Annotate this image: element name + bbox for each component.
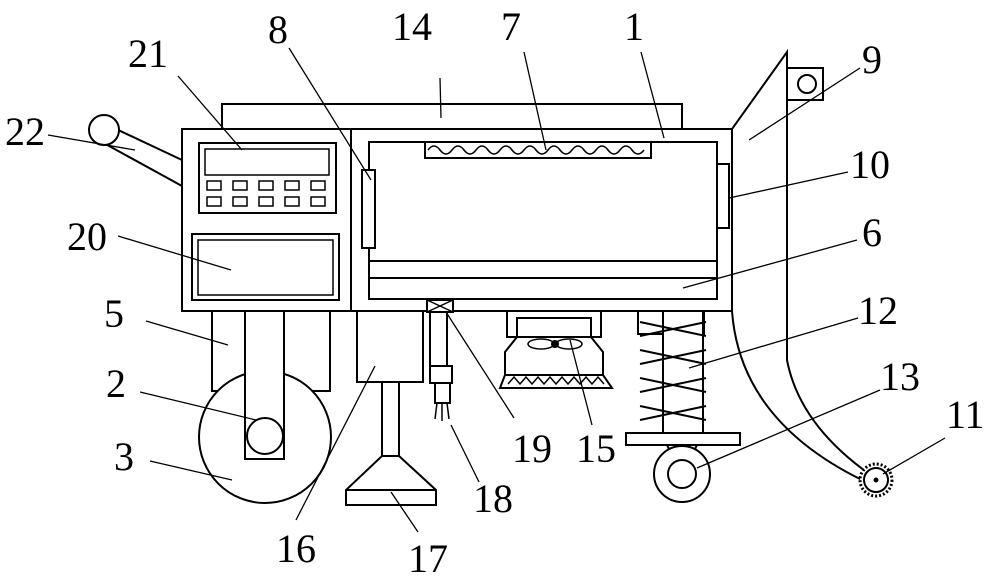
pump-housing — [356, 310, 424, 383]
wheel-axle — [246, 417, 284, 455]
label-2: 2 — [106, 361, 126, 406]
label-8: 8 — [268, 7, 288, 52]
label-5: 5 — [104, 291, 124, 336]
chute-curve — [731, 310, 863, 481]
label-3: 3 — [114, 434, 134, 479]
keypad-buttons — [206, 180, 326, 207]
part-labels: 14 7 1 8 21 22 20 5 2 3 9 10 6 12 13 11 … — [5, 4, 985, 581]
fan-hub — [551, 340, 559, 348]
label-11: 11 — [946, 392, 985, 437]
label-13: 13 — [880, 354, 920, 399]
label-9: 9 — [862, 37, 882, 82]
spray-nozzle — [434, 382, 451, 404]
chute-pin — [797, 74, 817, 94]
suction-pipe — [381, 381, 400, 457]
battery-box — [191, 233, 340, 301]
label-16: 16 — [276, 526, 316, 571]
suction-nozzle — [345, 455, 437, 506]
control-panel — [198, 142, 337, 214]
label-21: 21 — [128, 31, 168, 76]
label-17: 17 — [408, 536, 448, 581]
right-sensor — [716, 163, 730, 229]
spray-joint — [429, 365, 453, 384]
label-1: 1 — [624, 4, 644, 49]
storage-chamber — [368, 141, 718, 300]
caster-plate — [625, 432, 741, 446]
leader-lines — [47, 47, 946, 533]
battery-inner — [197, 239, 334, 296]
label-12: 12 — [858, 288, 898, 333]
fan-frame — [516, 317, 592, 338]
handle-knob — [88, 114, 120, 146]
display-screen — [204, 148, 330, 176]
sensor-strip — [361, 169, 376, 249]
caster-hub — [667, 459, 697, 489]
spray-jets — [434, 402, 450, 421]
chute-plate — [731, 48, 879, 481]
heater-coil — [427, 145, 645, 155]
spring-coil — [639, 321, 707, 421]
label-15: 15 — [576, 426, 616, 471]
label-6: 6 — [862, 210, 882, 255]
label-22: 22 — [5, 109, 45, 154]
label-20: 20 — [67, 214, 107, 259]
handle-bar-lower — [99, 140, 183, 187]
heater-strip — [424, 141, 652, 159]
handle-bar-upper — [113, 127, 183, 161]
label-14: 14 — [392, 4, 432, 49]
label-7: 7 — [501, 4, 521, 49]
label-10: 10 — [850, 142, 890, 187]
fan-grille — [498, 374, 614, 389]
spray-pipe — [429, 311, 448, 367]
top-plate — [221, 103, 683, 131]
label-19: 19 — [512, 426, 552, 471]
label-18: 18 — [473, 476, 513, 521]
sweeper-wheel — [858, 462, 894, 498]
